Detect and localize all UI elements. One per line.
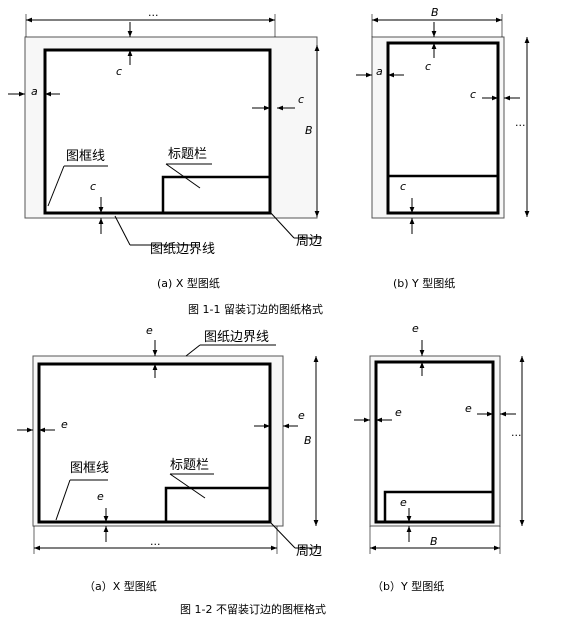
fig2-sub-a-caption: （a）X 型图纸 <box>84 580 157 593</box>
fig1-a-c-label-top: c <box>116 65 122 78</box>
fig1-b-top-dim-label: B <box>431 6 439 19</box>
fig2-a-frame <box>37 362 272 524</box>
fig1-sub-a-caption: (a) X 型图纸 <box>157 277 220 290</box>
fig1-caption: 图 1-1 留装订边的图纸格式 <box>188 303 323 316</box>
fig2-b-right-dim-label: ... <box>511 426 522 439</box>
fig1-a-frame <box>43 48 272 215</box>
fig1-a-frame-label: 图框线 <box>66 149 105 164</box>
fig2-b-title-block <box>383 490 495 524</box>
fig1-a-margin-leader <box>269 211 295 239</box>
fig1-a-border-label: 图纸边界线 <box>150 242 215 257</box>
fig1-b-right-dim-label: ... <box>515 116 526 129</box>
fig2-a-right-dim-label: B <box>304 434 312 447</box>
fig2-a-margin-leader <box>269 521 296 549</box>
fig2-b-drawing: B ... e e e e <box>354 322 525 554</box>
fig1-a-a-label: a <box>31 85 38 98</box>
fig1-b-c-label-right: c <box>470 88 476 101</box>
fig2-b-e-label-bottom: e <box>400 496 407 509</box>
fig2-a-title-block <box>164 486 272 524</box>
fig2-a-e-label-right: e <box>298 409 305 422</box>
fig1-b-title-block <box>386 174 500 215</box>
fig2-a-e-label-top: e <box>146 324 153 337</box>
fig1-b-frame <box>386 41 500 215</box>
fig1-b-a-label: a <box>376 65 383 78</box>
fig2-sub-b-caption: （b）Y 型图纸 <box>372 580 445 593</box>
fig1-a-c-label-bottom: c <box>90 180 96 193</box>
fig1-b-c-label-top: c <box>425 60 431 73</box>
fig1-a-top-dim-label: ... <box>148 6 159 19</box>
fig1-a-margin-label: 周边 <box>296 234 322 249</box>
fig2-a-frame-label: 图框线 <box>70 461 109 476</box>
fig2-b-frame <box>374 360 495 524</box>
fig2-a-e-label-left: e <box>61 418 68 431</box>
fig2-a-margin-label: 周边 <box>296 544 322 559</box>
fig2-a-drawing: ... B e e e e 图框线 标题栏 图纸边界线 周边 <box>17 324 322 559</box>
fig2-a-title-block-label: 标题栏 <box>170 458 209 473</box>
fig1-a-drawing: ... B c c c a 图框线 标题栏 图纸边界线 周边 <box>8 6 322 257</box>
fig1-a-title-block <box>161 175 272 215</box>
fig2-a-border-label: 图纸边界线 <box>204 330 269 345</box>
fig1-a-c-label-right: c <box>298 93 304 106</box>
fig2-a-bottom-dim-label: ... <box>150 535 161 548</box>
fig2-a-e-label-bottom: e <box>97 490 104 503</box>
fig2-b-e-label-right: e <box>465 402 472 415</box>
fig2-b-e-label-left: e <box>395 406 402 419</box>
fig2-b-e-label-top: e <box>412 322 419 335</box>
fig2-b-bottom-dim-label: B <box>430 535 438 548</box>
fig1-b-drawing: B ... c c c a <box>356 6 530 234</box>
fig2-caption: 图 1-2 不留装订边的图框格式 <box>180 603 326 616</box>
fig1-b-c-label-bottom: c <box>400 180 406 193</box>
fig1-a-title-block-label: 标题栏 <box>168 147 207 162</box>
fig1-a-right-dim-label: B <box>305 124 313 137</box>
fig1-a-border-leader <box>114 215 131 246</box>
fig1-sub-b-caption: (b) Y 型图纸 <box>393 277 456 290</box>
